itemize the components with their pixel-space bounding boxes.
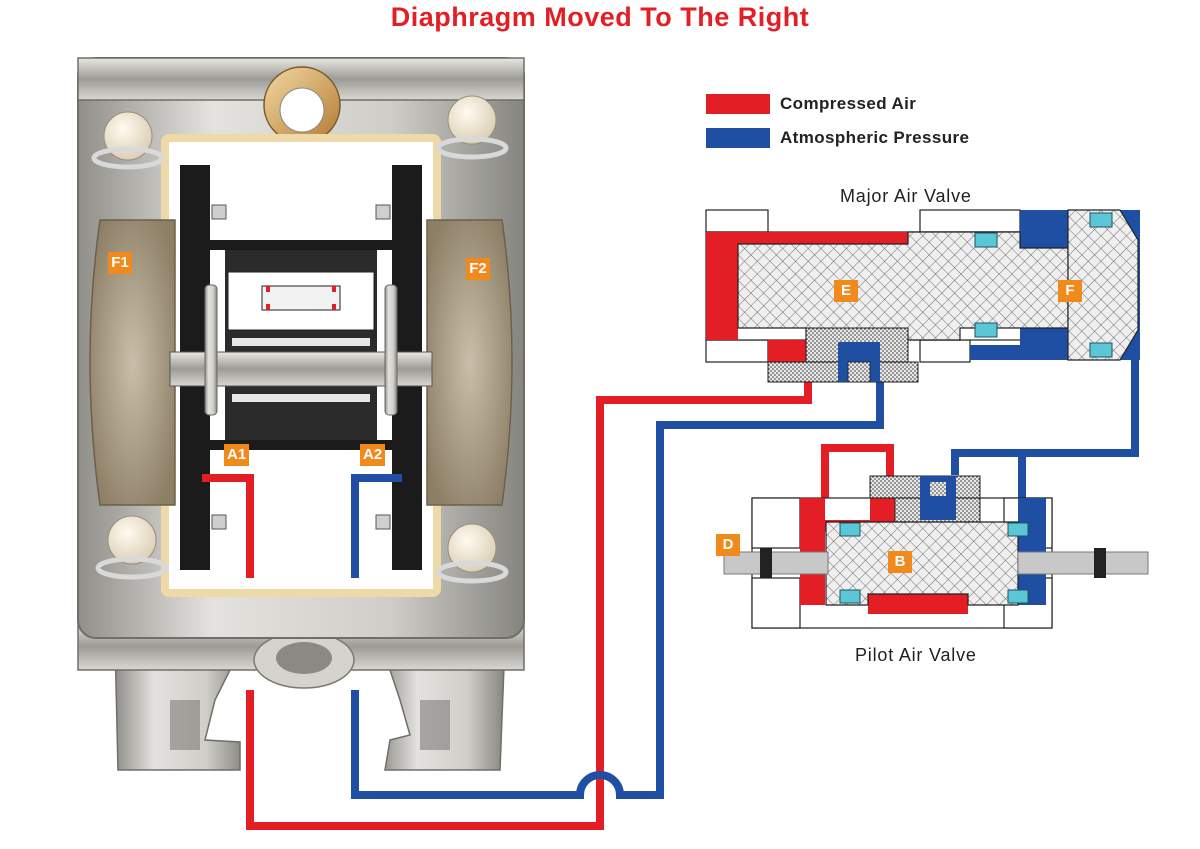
label-a2: A2 [360, 444, 386, 466]
diagram-title: Diaphragm Moved To The Right [390, 2, 810, 32]
legend-item-atmospheric: Atmospheric Pressure [706, 127, 969, 149]
compressed-air-line-pilot [821, 444, 894, 500]
label-f1: F1 [108, 252, 132, 274]
atmospheric-line-a2 [351, 474, 402, 578]
air-lines [202, 215, 1139, 830]
legend-label: Atmospheric Pressure [780, 128, 970, 147]
pilot-air-valve [723, 475, 1149, 629]
legend-label: Compressed Air [780, 94, 917, 113]
pump-body [77, 57, 525, 771]
label-f2: F2 [466, 258, 490, 280]
label-b: B [888, 551, 912, 573]
compressed-air-line-a1 [202, 474, 254, 578]
label-e: E [834, 280, 858, 302]
legend-swatch-compressed [706, 94, 770, 114]
atmospheric-line-main [351, 378, 884, 799]
pilot-valve-caption: Pilot Air Valve [855, 645, 977, 665]
label-a1: A1 [224, 444, 250, 466]
compressed-air-line-main [246, 378, 812, 830]
legend-swatch-atmospheric [706, 128, 770, 148]
major-valve-caption: Major Air Valve [840, 186, 972, 206]
label-f: F [1058, 280, 1082, 302]
label-d: D [716, 534, 740, 556]
legend-item-compressed-air: Compressed Air [706, 93, 916, 115]
